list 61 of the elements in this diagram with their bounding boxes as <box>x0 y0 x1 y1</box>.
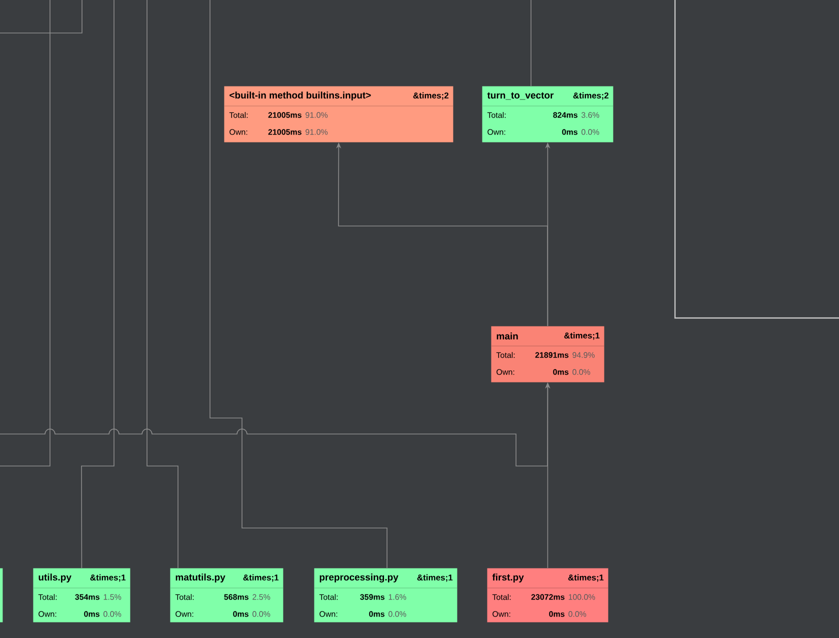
time-value: 0ms <box>84 611 100 617</box>
stat-label: Own: <box>492 611 510 617</box>
time-value: 354ms <box>75 594 100 600</box>
function-name: matutils.py <box>176 574 226 582</box>
time-value: 21891ms <box>535 352 568 358</box>
call-count: &times;1 <box>417 574 453 582</box>
function-name: preprocessing.py <box>320 574 398 582</box>
stat-label: Total: <box>492 594 511 600</box>
stat-label: Own: <box>320 611 338 617</box>
stat-label: Total: <box>487 112 506 118</box>
time-value: 0ms <box>562 129 578 135</box>
percent-value: 0.0% <box>582 129 600 135</box>
connector <box>530 0 532 86</box>
stat-label: Total: <box>38 594 57 600</box>
percent-value: 1.5% <box>104 594 122 600</box>
percent-value: 3.6% <box>582 112 600 118</box>
call-count: &times;1 <box>243 574 279 582</box>
stat-label: Own: <box>230 129 248 135</box>
connector <box>146 0 178 568</box>
function-name: main <box>496 332 518 340</box>
connector <box>81 0 114 568</box>
time-value: 359ms <box>360 594 384 600</box>
percent-value: 1.6% <box>388 594 406 600</box>
stat-label: Own: <box>176 611 194 617</box>
stat-label: Own: <box>38 611 56 617</box>
call-count: &times;1 <box>564 332 600 340</box>
stat-label: Total: <box>496 352 515 358</box>
time-value: 23072ms <box>531 594 564 600</box>
percent-value: 91.0% <box>306 112 328 118</box>
percent-value: 0.0% <box>388 611 406 617</box>
call-box <box>0 568 3 622</box>
call-count: &times;2 <box>573 92 608 100</box>
connector <box>210 0 388 568</box>
time-value: 0ms <box>369 611 384 617</box>
stat-label: Total: <box>319 594 338 600</box>
percent-value: 2.5% <box>252 594 270 600</box>
percent-value: 100.0% <box>568 594 596 600</box>
time-value: 824ms <box>553 112 578 118</box>
function-name: utils.py <box>38 574 72 582</box>
time-value: 0ms <box>553 369 568 375</box>
percent-value: 0.0% <box>568 611 586 617</box>
function-name: <built-in method builtins.input> <box>230 92 371 100</box>
time-value: 568ms <box>224 594 248 600</box>
stat-label: Total: <box>229 112 248 118</box>
time-value: 0ms <box>233 611 248 617</box>
percent-value: 91.0% <box>306 129 328 135</box>
percent-value: 0.0% <box>104 611 122 617</box>
stat-label: Own: <box>488 129 506 135</box>
time-value: 21005ms <box>268 129 302 135</box>
time-value: 0ms <box>549 611 564 617</box>
stat-label: Own: <box>496 369 514 375</box>
function-name: first.py <box>492 574 524 582</box>
percent-value: 0.0% <box>572 369 590 375</box>
stat-label: Total: <box>175 594 194 600</box>
call-count: &times;2 <box>413 92 448 100</box>
function-name: turn_to_vector <box>487 92 554 100</box>
call-count: &times;1 <box>90 574 126 582</box>
time-value: 21005ms <box>268 112 302 118</box>
percent-value: 0.0% <box>252 611 270 617</box>
call-count: &times;1 <box>568 574 604 582</box>
percent-value: 94.9% <box>572 352 595 358</box>
